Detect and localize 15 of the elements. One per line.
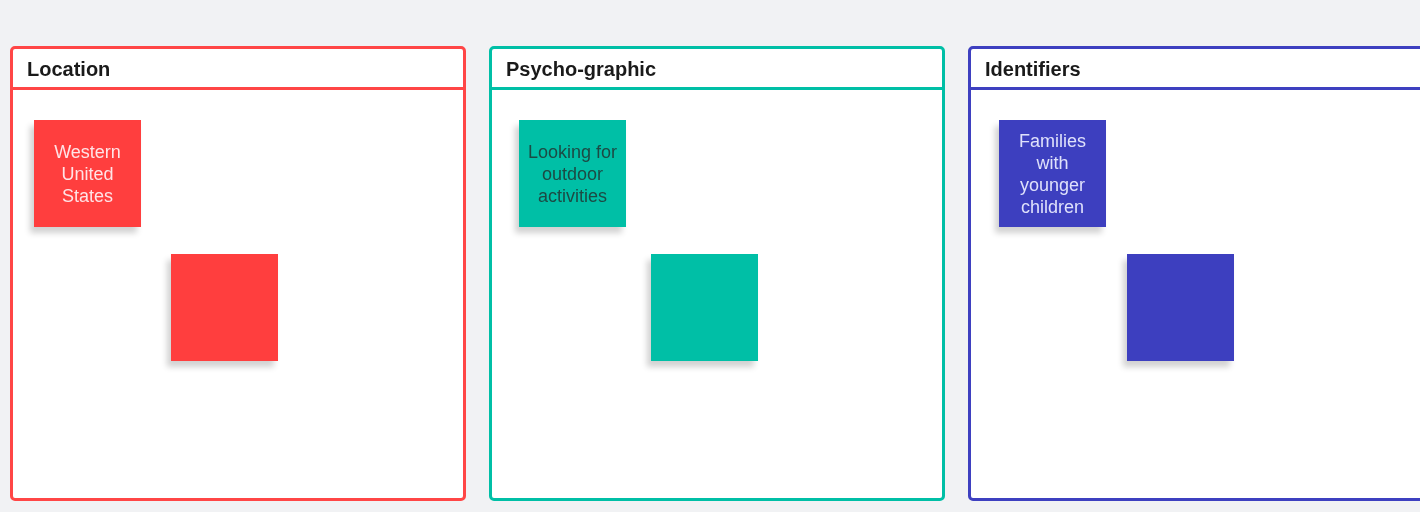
sticky-note (171, 254, 278, 361)
sticky-note (34, 120, 141, 227)
sticky-note (651, 254, 758, 361)
note-text: Western United States (53, 140, 122, 207)
panel-title: Identifiers (985, 57, 1081, 81)
panel-title: Psycho-graphic (506, 57, 657, 81)
sticky-note (1127, 254, 1234, 361)
note-text: Families with younger children (1018, 129, 1087, 218)
panel (10, 46, 466, 501)
note-text: Looking for outdoor activities (526, 140, 619, 207)
panel-title: Location (27, 57, 111, 81)
sticky-note (519, 120, 626, 227)
panel (489, 46, 945, 501)
panel (968, 46, 1420, 501)
sticky-note (999, 120, 1106, 227)
